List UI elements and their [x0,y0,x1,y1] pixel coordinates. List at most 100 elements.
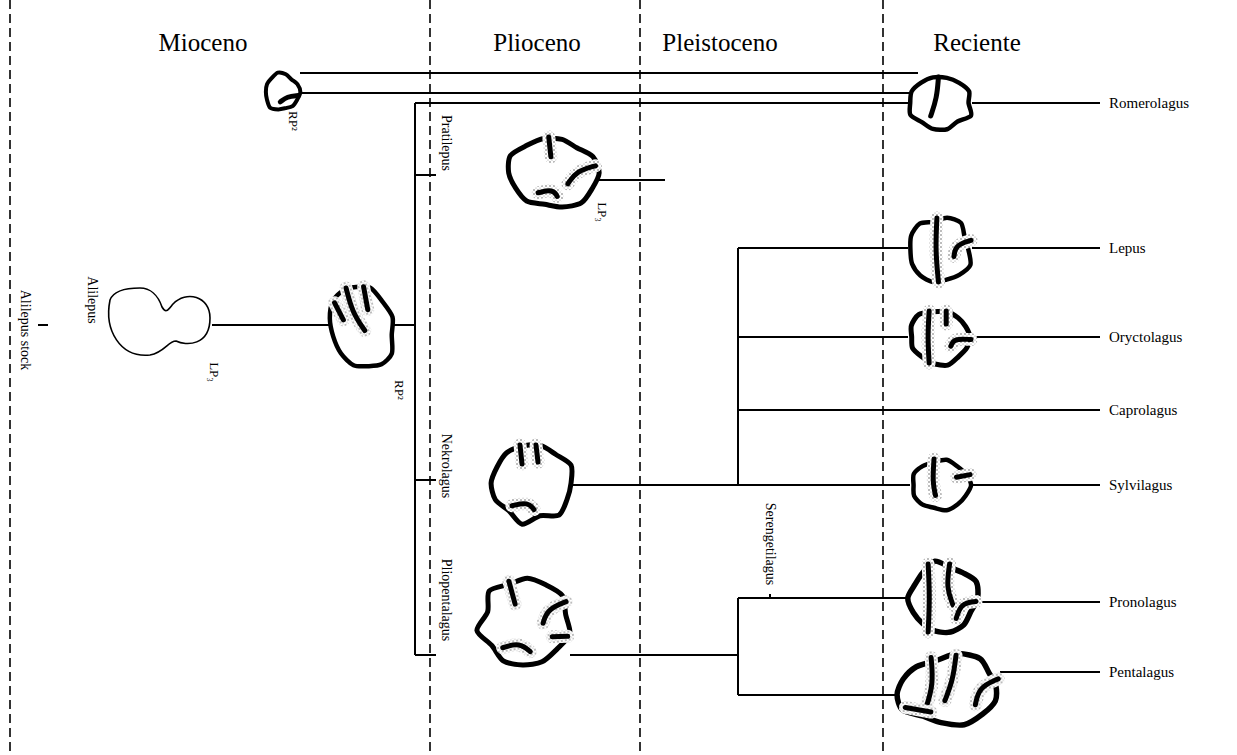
tooth-outline [491,445,572,524]
cement-stipple [520,445,522,464]
tree-branch [415,479,436,481]
tooth-outline [908,561,978,632]
enamel-fold [931,77,939,116]
enamel-fold [361,287,371,310]
epoch-boundaries [10,0,883,755]
epoch-boundary [9,0,11,755]
tooth-outline [109,288,210,355]
genus-name: Oryctolagus [1108,330,1183,345]
tree-branch [737,248,739,485]
tree-branch [738,247,908,249]
tree-branch [572,484,738,486]
tree-branch [972,102,1100,104]
tooth-drawings [266,73,1002,731]
genus-name: Nekrolagus [439,433,453,500]
epoch-boundary [882,0,884,755]
epoch-boundary [639,0,641,755]
cement-stipple [335,302,344,321]
cement-stipple [954,240,971,256]
tree-branches [38,73,1100,695]
tooth-outline [910,77,972,130]
tree-branch [570,654,738,656]
tooth-drawing [320,277,405,376]
tree-branch [972,247,1100,249]
cement-stipple [956,601,976,618]
genus-name: Caprolagus [1108,403,1178,418]
tooth-drawing [508,137,599,207]
cement-stipple [536,445,538,462]
enamel-fold [928,564,929,632]
tooth-outline [266,73,300,110]
enamel-fold [951,339,971,346]
tree-branch [415,102,908,104]
genus-name: Pliopentalagus [439,558,453,642]
tooth-outline [321,278,406,376]
epoch-heading: Plioceno [492,30,582,55]
tooth-drawing [910,77,972,130]
cement-stipple [951,339,971,346]
cement-stipple [509,581,515,605]
enamel-fold [928,311,929,363]
epoch-boundary [429,0,431,755]
tree-branch [738,336,908,338]
tooth-outline [910,218,970,282]
tree-branch [737,598,739,695]
cement-stipple [538,191,557,197]
cement-stipple [940,311,953,324]
tooth-label: LP₃ [208,361,221,383]
cement-stipple [549,137,551,157]
tree-branch [970,484,1100,486]
tooth-drawing [491,445,572,524]
tree-branch [212,324,330,326]
tooth-drawing [469,572,575,673]
cement-stipple [957,475,971,478]
enamel-fold [503,642,531,656]
enamel-fold [540,602,569,624]
enamel-fold [957,475,971,478]
genus-name: Sylvilagus [1108,478,1173,493]
enamel-fold [512,504,534,510]
enamel-fold [509,581,515,605]
cement-stipple [948,564,953,605]
cement-stipple [941,655,960,700]
tree-branch [738,694,898,696]
tooth-drawing [910,218,971,282]
tree-branch [300,72,918,74]
enamel-fold [933,459,935,495]
cement-stipple [921,657,935,709]
enamel-fold [973,679,1000,705]
stock-name: Alilepus stock [18,289,32,372]
enamel-fold [568,166,596,184]
genus-name: Serengetilagus [763,502,777,586]
tree-branch [415,174,436,176]
epoch-heading: Reciente [932,30,1021,55]
tooth-outline [913,460,971,511]
tooth-drawing [908,561,978,632]
enamel-fold [280,96,298,102]
cement-stipple [552,634,568,639]
cement-stipple [973,679,1000,705]
epoch-heading: Mioceno [158,30,249,55]
genus-name: Pronolagus [1108,595,1178,610]
tree-branch [300,92,918,94]
tooth-drawing [894,650,1002,730]
cement-stipple [928,564,929,632]
cement-stipple [540,602,569,624]
genus-name: Pratilepus [439,114,453,172]
tree-branch [597,179,665,181]
cement-stipple [928,311,929,363]
tree-branch [976,601,1100,603]
enamel-fold [921,657,935,709]
cement-stipple [512,504,534,510]
cement-stipple [503,642,531,656]
cement-stipple [361,287,371,310]
tree-branch [1000,671,1100,673]
enamel-fold [905,705,930,714]
tree-branch [972,336,1100,338]
enamel-fold [538,191,557,197]
cement-stipple [568,166,596,184]
enamel-fold [335,302,344,321]
